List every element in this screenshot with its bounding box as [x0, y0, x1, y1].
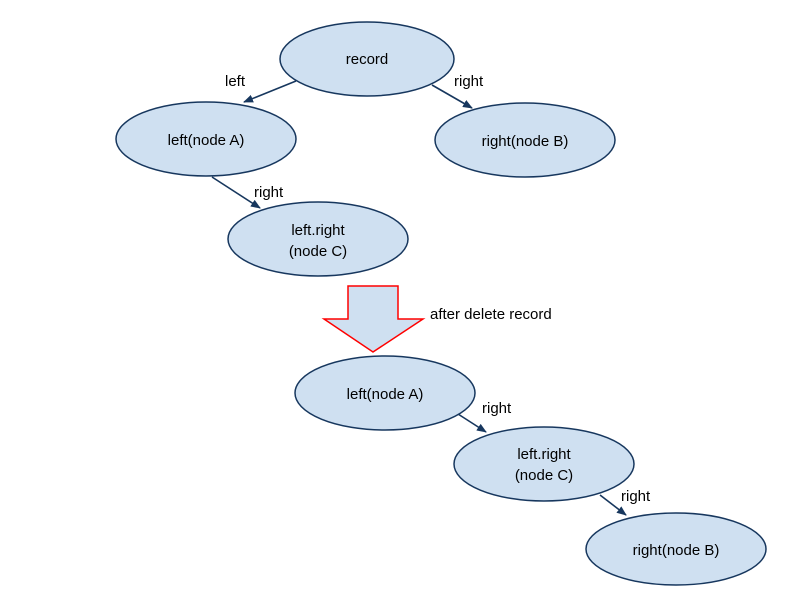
- node-label: right(node B): [482, 133, 569, 150]
- node-label-line-2: (node C): [515, 467, 573, 484]
- node-label-line-1: left.right: [517, 446, 571, 463]
- node-label-line-2: (node C): [289, 243, 347, 260]
- edge-record-to-node-b: [431, 84, 473, 109]
- transition-label: after delete record: [430, 306, 552, 323]
- edge-label-right: right: [482, 400, 512, 417]
- before-tree: left right right record left(node A) rig…: [115, 21, 616, 277]
- after-tree: right right left(node A) left.right (nod…: [294, 355, 767, 586]
- edge-label-left: left: [225, 73, 246, 90]
- transition: after delete record: [321, 285, 552, 353]
- node-label: left(node A): [168, 132, 245, 149]
- node-label: left(node A): [347, 386, 424, 403]
- node-label-line-1: left.right: [291, 222, 345, 239]
- down-arrow-icon: [321, 285, 426, 353]
- node-b: right(node B): [585, 512, 767, 586]
- edge-record-to-node-a: [243, 80, 297, 103]
- node-a: left(node A): [294, 355, 476, 431]
- edge-node-c-to-node-b: [599, 494, 627, 516]
- node-label: record: [346, 51, 389, 68]
- node-c: left.right (node C): [453, 426, 635, 502]
- node-label: right(node B): [633, 542, 720, 559]
- node-b: right(node B): [434, 102, 616, 178]
- node-record: record: [279, 21, 455, 97]
- edge-node-a-to-node-c: [211, 176, 261, 209]
- node-c: left.right (node C): [227, 201, 409, 277]
- edge-node-a-to-node-c: [457, 413, 487, 433]
- edge-label-right: right: [621, 488, 651, 505]
- edge-label-right: right: [454, 73, 484, 90]
- node-a: left(node A): [115, 101, 297, 177]
- edge-label-right: right: [254, 184, 284, 201]
